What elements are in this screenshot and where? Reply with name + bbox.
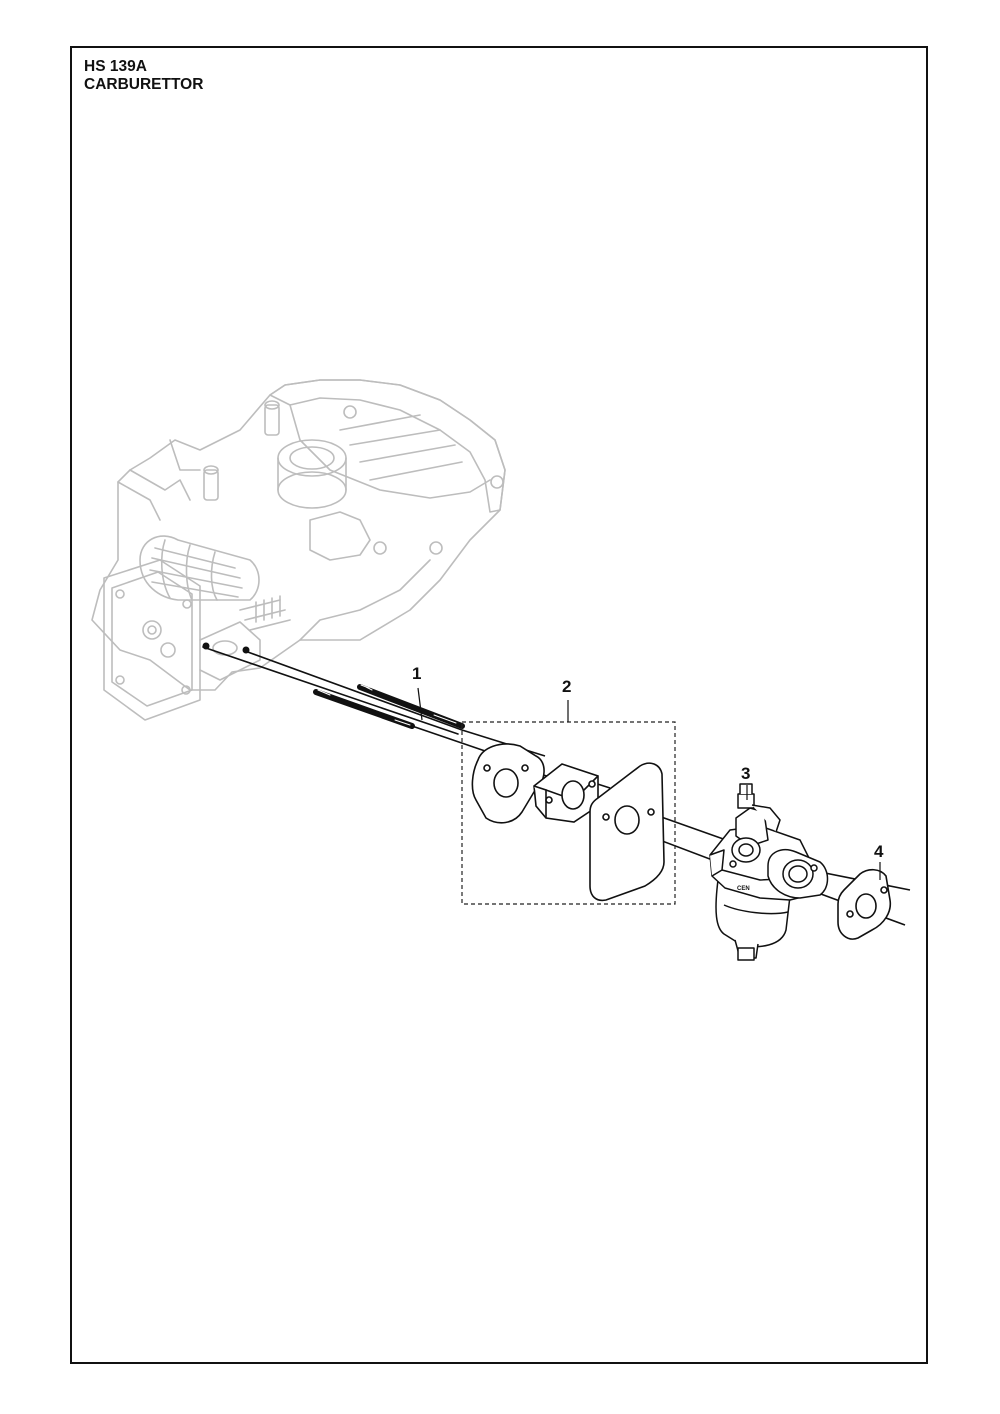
carburettor <box>709 783 829 961</box>
callout-1: 1 <box>412 664 422 683</box>
carb-body-marking: CEN <box>737 886 750 892</box>
model-number: HS 139A <box>84 58 147 75</box>
section-title: CARBURETTOR <box>84 76 204 93</box>
callout-leaders <box>417 687 881 880</box>
callout-2: 2 <box>562 677 572 696</box>
stud-pair <box>202 642 465 735</box>
engine-block <box>91 379 506 721</box>
page-title: HS 139A CARBURETTOR <box>84 58 203 94</box>
callout-3: 3 <box>741 764 751 783</box>
callout-4: 4 <box>874 842 884 861</box>
heat-shield-plate <box>589 762 665 902</box>
insulator-spacer <box>533 763 599 823</box>
carburettor-gasket <box>837 868 892 940</box>
page-border <box>70 46 928 1364</box>
intake-gasket <box>471 743 545 824</box>
